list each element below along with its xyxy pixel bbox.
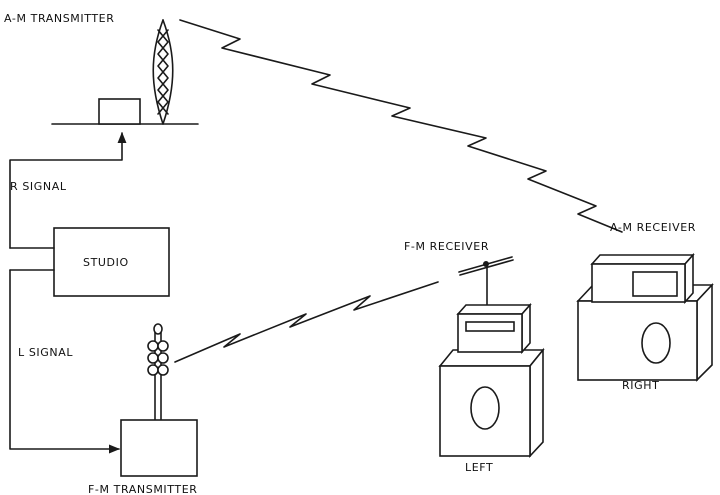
l-signal-label: L SIGNAL: [18, 346, 73, 359]
r-signal-label: R SIGNAL: [10, 180, 67, 193]
fm-transmitter-label: F-M TRANSMITTER: [88, 483, 198, 495]
fm-receiver-box: [456, 302, 532, 355]
am-transmitter-tower: [152, 19, 174, 125]
studio-box: [53, 227, 170, 297]
studio-label: STUDIO: [83, 256, 129, 269]
left-speaker: [438, 347, 545, 459]
am-transmitter-label: A-M TRANSMITTER: [4, 12, 114, 25]
am-radio-wave: [179, 19, 623, 233]
left-label: LEFT: [465, 461, 493, 474]
right-label: RIGHT: [622, 379, 659, 392]
fm-radio-wave: [174, 281, 439, 363]
fm-transmitter-box: [120, 419, 198, 477]
r-signal-line: [9, 131, 127, 249]
fm-transmitter-antenna: [147, 323, 169, 423]
am-transmitter-box: [98, 98, 141, 125]
fm-receiver-antenna: [458, 256, 514, 308]
am-receiver-label: A-M RECEIVER: [610, 221, 696, 234]
fm-receiver-label: F-M RECEIVER: [404, 240, 489, 253]
l-signal-line: [9, 269, 121, 454]
am-receiver-box: [590, 252, 695, 305]
